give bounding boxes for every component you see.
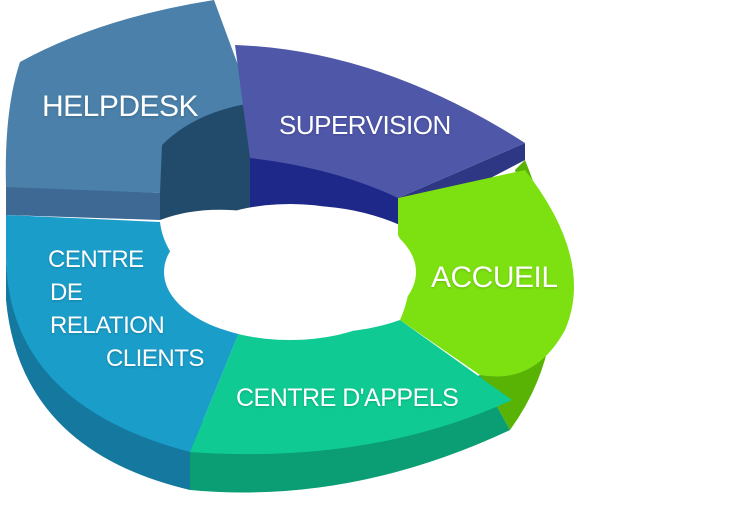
segment-accueil xyxy=(398,170,574,377)
segment-appels xyxy=(190,318,512,455)
center-hole xyxy=(164,204,416,340)
label-crc-line-4: CLIENTS xyxy=(106,345,204,372)
label-centre-appels: CENTRE D'APPELS xyxy=(236,384,459,412)
label-crc-line-2: DE xyxy=(50,279,83,306)
side-helpdesk xyxy=(6,185,160,220)
segment-supervision xyxy=(235,45,525,198)
label-helpdesk: HELPDESK xyxy=(42,90,199,123)
inner-wall-helpdesk xyxy=(160,102,250,220)
label-supervision: SUPERVISION xyxy=(279,110,451,140)
label-crc-line-1: CENTRE xyxy=(48,246,144,273)
segment-helpdesk xyxy=(5,0,253,193)
label-accueil: ACCUEIL xyxy=(431,261,558,294)
label-crc-line-3: RELATION xyxy=(50,312,165,339)
label-centre-relation-clients: CENTRE DE RELATION CLIENTS xyxy=(46,243,204,375)
